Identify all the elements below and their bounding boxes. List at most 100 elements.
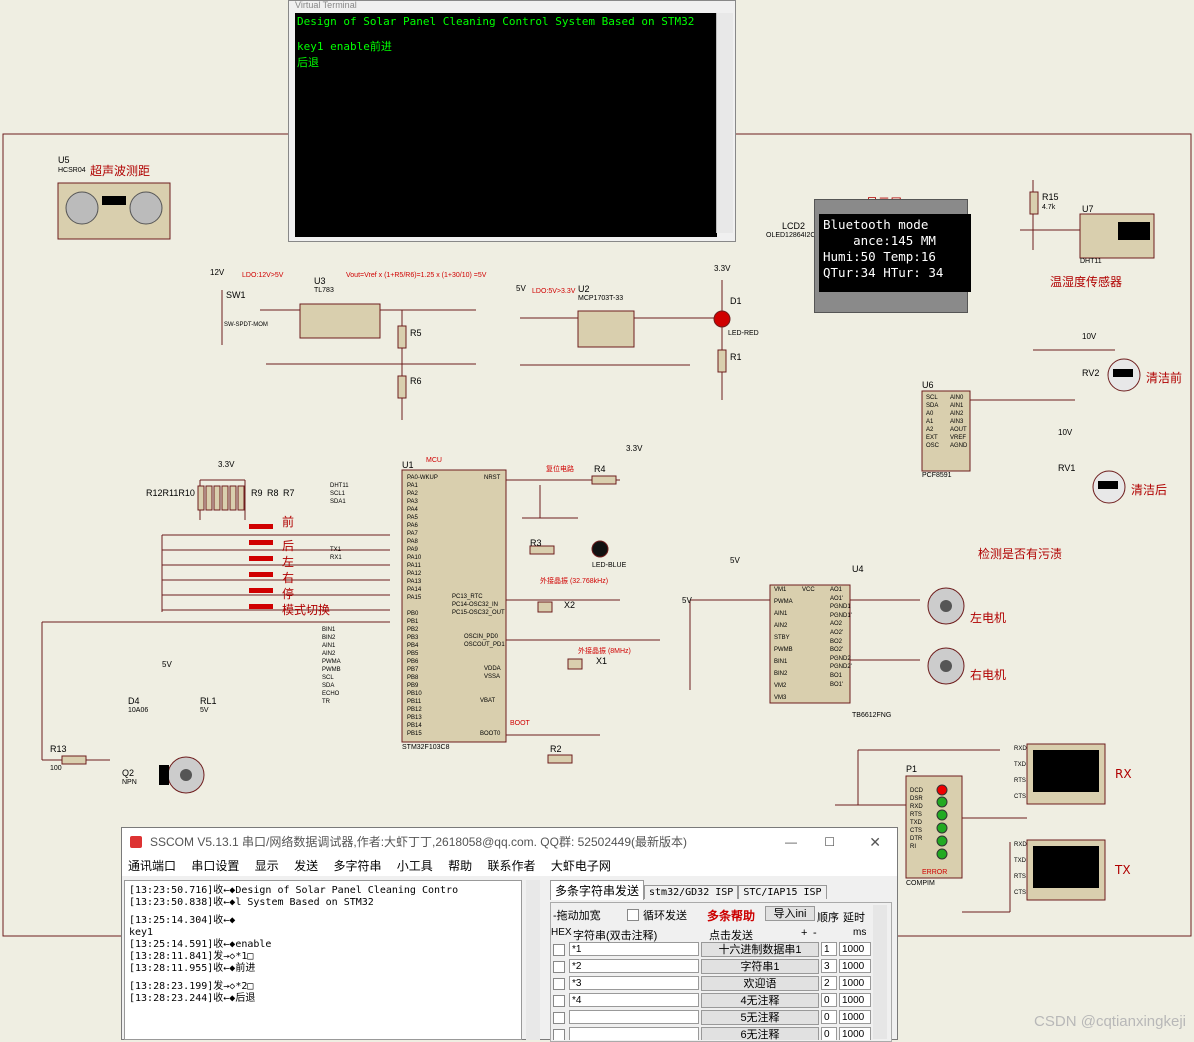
terminal-pin-label: TXD	[1014, 762, 1026, 768]
label-q2: Q2	[122, 768, 135, 778]
panel-scrollbar[interactable]	[873, 905, 887, 1039]
loop-send-checkbox[interactable]	[627, 909, 639, 921]
mcu-pin-label: PA5	[407, 515, 418, 521]
mcu-pin-label: PC13_RTC	[452, 594, 483, 600]
net-label: SCL1	[330, 491, 346, 497]
order-input[interactable]: 0	[821, 1010, 837, 1024]
mcu-pin-label: PB14	[407, 723, 422, 729]
string-input[interactable]: *3	[569, 976, 699, 990]
log-line: [13:23:50.716]收←◆Design of Solar Panel C…	[129, 885, 459, 896]
send-button[interactable]: 5无注释	[701, 1010, 819, 1025]
driver-pin-label: AO1'	[830, 595, 844, 602]
delay-input[interactable]: 1000	[839, 942, 871, 956]
net-label: TR	[322, 699, 330, 705]
net-label: TX1	[330, 547, 342, 553]
mcu-pin-label: PA12	[407, 571, 422, 577]
order-input[interactable]: 0	[821, 1027, 837, 1040]
string-input[interactable]	[569, 1010, 699, 1024]
terminal-scrollbar[interactable]	[716, 13, 733, 233]
delay-input[interactable]: 1000	[839, 1027, 871, 1040]
delay-input[interactable]: 1000	[839, 976, 871, 990]
send-button[interactable]: 6无注释	[701, 1027, 819, 1040]
mcu-pin-label: PB11	[407, 699, 422, 705]
multi-help-button[interactable]: 多条帮助	[707, 909, 756, 923]
delay-input[interactable]: 1000	[839, 993, 871, 1007]
string-input[interactable]: *1	[569, 942, 699, 956]
send-button[interactable]: 十六进制数据串1	[701, 942, 819, 957]
hex-checkbox[interactable]	[553, 944, 565, 956]
order-input[interactable]: 0	[821, 993, 837, 1007]
slide-widen-label[interactable]: -拖动加宽	[553, 910, 601, 922]
terminal-pin-label: RTS	[1014, 778, 1026, 784]
hex-checkbox[interactable]	[553, 1029, 565, 1040]
adc-pin-label: AOUT	[950, 427, 967, 433]
send-row: *2 字符串1 3 1000	[551, 958, 871, 975]
order-input[interactable]: 3	[821, 959, 837, 973]
menu-item[interactable]: 帮助	[448, 859, 473, 873]
hex-checkbox[interactable]	[553, 978, 565, 990]
label-u6-part: PCF8591	[922, 472, 952, 479]
adc-pin-label: AIN3	[950, 419, 964, 425]
tab-stm32-isp[interactable]: stm32/GD32 ISP	[644, 885, 739, 899]
receive-log[interactable]: [13:23:50.716]收←◆Design of Solar Panel C…	[124, 880, 522, 1040]
terminal-line: 后退	[297, 56, 319, 69]
mcu-pin-label: OSCIN_PD0	[464, 634, 499, 640]
mcu-pin-label: PC15-OSC32_OUT	[452, 610, 505, 616]
terminal-pin-label: CTS	[1014, 794, 1026, 800]
log-line: key1	[129, 927, 154, 938]
close-icon[interactable]: ✕	[869, 834, 881, 850]
add-column-button[interactable]: +	[801, 927, 808, 939]
label-r15: R15	[1042, 192, 1059, 202]
label-rv1: RV1	[1058, 463, 1076, 473]
label-u4-part: TB6612FNG	[852, 712, 892, 719]
label-r15-val: 4.7k	[1042, 204, 1056, 211]
menu-item[interactable]: 联系作者	[487, 859, 536, 873]
sscom-window[interactable]: SSCOM V5.13.1 串口/网络数据调试器,作者:大虾丁丁,2618058…	[121, 827, 898, 1042]
driver-pin-label: BIN1	[774, 659, 788, 665]
delay-input[interactable]: 1000	[839, 1010, 871, 1024]
tab-stc-isp[interactable]: STC/IAP15 ISP	[738, 885, 827, 899]
virtual-terminal-window[interactable]: Virtual Terminal Design of Solar Panel C…	[288, 0, 736, 242]
label-clean-rear: 清洁后	[1131, 483, 1168, 497]
hex-checkbox[interactable]	[553, 995, 565, 1007]
menu-item[interactable]: 串口设置	[191, 859, 240, 873]
hex-checkbox[interactable]	[553, 1012, 565, 1024]
com-pin-label: DSR	[910, 796, 923, 802]
label-mcu: MCU	[426, 457, 442, 464]
menu-item[interactable]: 多字符串	[333, 859, 382, 873]
remove-column-button[interactable]: -	[813, 927, 817, 939]
send-button[interactable]: 字符串1	[701, 959, 819, 974]
receive-scrollbar[interactable]	[526, 880, 540, 1040]
adc-pin-label: AIN1	[950, 403, 964, 409]
mcu-pin-label: PB4	[407, 643, 419, 649]
mcu-pin-label: PB8	[407, 675, 419, 681]
menu-item[interactable]: 发送	[294, 859, 319, 873]
net-label: RX1	[330, 555, 342, 561]
send-button[interactable]: 欢迎语	[701, 976, 819, 991]
terminal-line: Design of Solar Panel Cleaning Control S…	[297, 15, 695, 28]
label-d1-part: LED-RED	[728, 330, 759, 337]
minimize-icon[interactable]: —	[785, 835, 797, 849]
order-input[interactable]: 1	[821, 942, 837, 956]
menu-item[interactable]: 小工具	[396, 859, 433, 873]
label-u3-part: TL783	[314, 287, 334, 294]
delay-input[interactable]: 1000	[839, 959, 871, 973]
menu-item[interactable]: 大虾电子网	[550, 859, 611, 873]
label-u2: U2	[578, 284, 590, 294]
sscom-titlebar[interactable]: SSCOM V5.13.1 串口/网络数据调试器,作者:大虾丁丁,2618058…	[122, 828, 897, 856]
driver-pin-label: PGND2'	[830, 664, 852, 671]
string-input[interactable]	[569, 1027, 699, 1040]
terminal-screen[interactable]: Design of Solar Panel Cleaning Control S…	[295, 13, 717, 237]
menu-item[interactable]: 显示	[254, 859, 279, 873]
tab-multi-string[interactable]: 多条字符串发送	[550, 880, 645, 900]
string-input[interactable]: *4	[569, 993, 699, 1007]
import-ini-button[interactable]: 导入ini	[765, 906, 815, 921]
send-button[interactable]: 4无注释	[701, 993, 819, 1008]
hex-checkbox[interactable]	[553, 961, 565, 973]
string-input[interactable]: *2	[569, 959, 699, 973]
maximize-icon[interactable]: ☐	[824, 835, 835, 849]
order-input[interactable]: 2	[821, 976, 837, 990]
label-left-motor: 左电机	[970, 611, 1007, 625]
menu-item[interactable]: 通讯端口	[128, 859, 177, 873]
